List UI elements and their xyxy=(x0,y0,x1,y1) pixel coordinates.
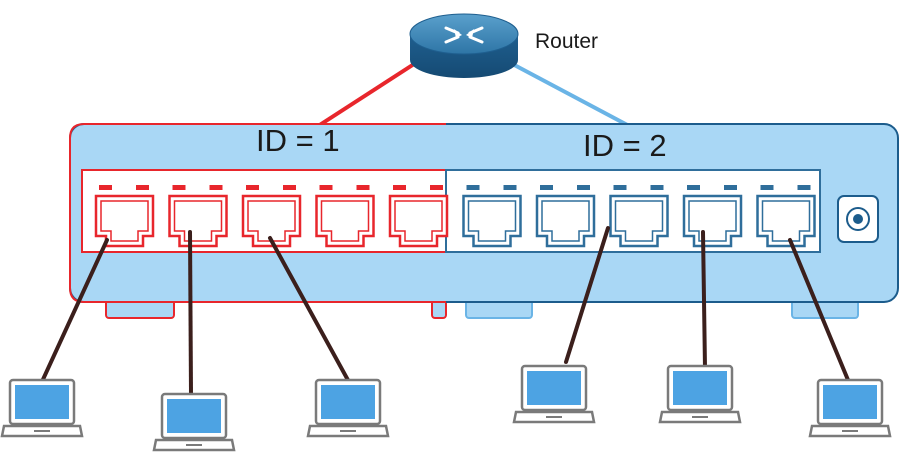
ethernet-port-icon xyxy=(609,185,669,248)
laptop-icon xyxy=(808,378,892,438)
laptop-icon xyxy=(658,364,742,424)
uplink-vlan1 xyxy=(313,53,430,130)
cable-host-1 xyxy=(38,238,109,388)
cable-host-3 xyxy=(268,236,351,384)
router-icon xyxy=(409,13,519,78)
cable-host-5 xyxy=(701,230,707,370)
vlan1-id-label: ID = 1 xyxy=(256,123,340,158)
ethernet-port-icon xyxy=(682,185,743,248)
cable-host-4 xyxy=(564,226,610,364)
ports xyxy=(94,185,816,248)
laptop-icon xyxy=(306,378,390,438)
cable-host-6 xyxy=(788,238,850,382)
ethernet-port-icon xyxy=(315,185,375,248)
ethernet-port-icon xyxy=(94,185,155,248)
laptop-icon xyxy=(0,378,84,438)
ethernet-port-icon xyxy=(756,185,816,248)
host-cables xyxy=(38,226,850,396)
laptop-icon xyxy=(512,364,596,424)
uplink-vlan2 xyxy=(504,58,634,130)
ethernet-port-icon xyxy=(535,185,596,248)
switch xyxy=(69,123,899,319)
ethernet-port-icon xyxy=(241,185,302,248)
ethernet-port-icon xyxy=(462,185,522,248)
power-socket-icon xyxy=(837,195,879,243)
router-label: Router xyxy=(535,30,598,53)
laptop-icon xyxy=(152,392,236,452)
ethernet-port-icon xyxy=(168,185,228,248)
vlan2-id-label: ID = 2 xyxy=(583,128,667,163)
ethernet-port-icon xyxy=(388,185,449,248)
cable-host-2 xyxy=(188,230,193,396)
hosts xyxy=(0,364,892,452)
